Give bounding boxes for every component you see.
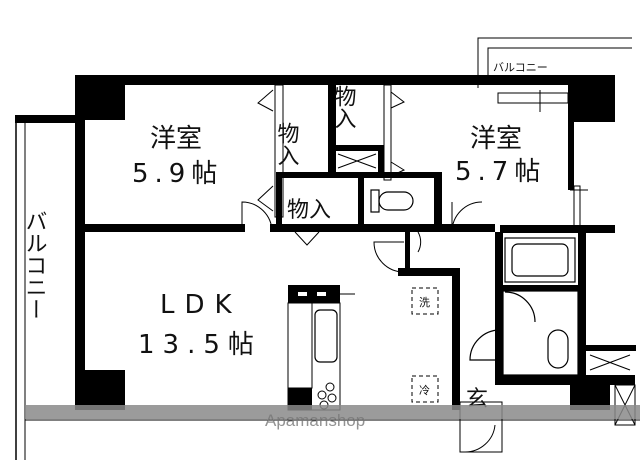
svg-text:洗: 洗 [419,296,430,309]
washer-space: 洗 [411,287,439,315]
washbasin-icon [469,290,579,376]
svg-text:冷: 冷 [419,384,430,397]
room-name-western-right: 洋室 [470,124,522,154]
watermark: Apamanshop [265,411,365,430]
storage-label-a: 物入 [274,122,300,166]
room-name-ldk: LDK [160,290,242,320]
storage-label-b: 物入 [331,85,357,129]
fridge-space: 冷 [411,375,439,403]
corridor-band [25,405,640,419]
balcony-label-left: バルコニー [22,210,47,320]
closet-doors [241,84,588,273]
room-size-western-right: 5.7帖 [455,157,546,187]
balcony-left: バルコニー [15,115,77,460]
balcony-label-top: バルコニー [493,61,548,74]
balcony-top-right: バルコニー [477,37,632,112]
kitchen-counter [287,285,355,411]
room-name-western-left: 洋室 [150,124,202,154]
room-size-western-left: 5.9帖 [132,159,223,189]
room-size-ldk: 13.5帖 [138,330,262,360]
bathtub-icon [504,237,576,283]
storage-label-center: 物入 [287,198,331,223]
toilet-icon [370,189,414,213]
walls [75,75,636,410]
